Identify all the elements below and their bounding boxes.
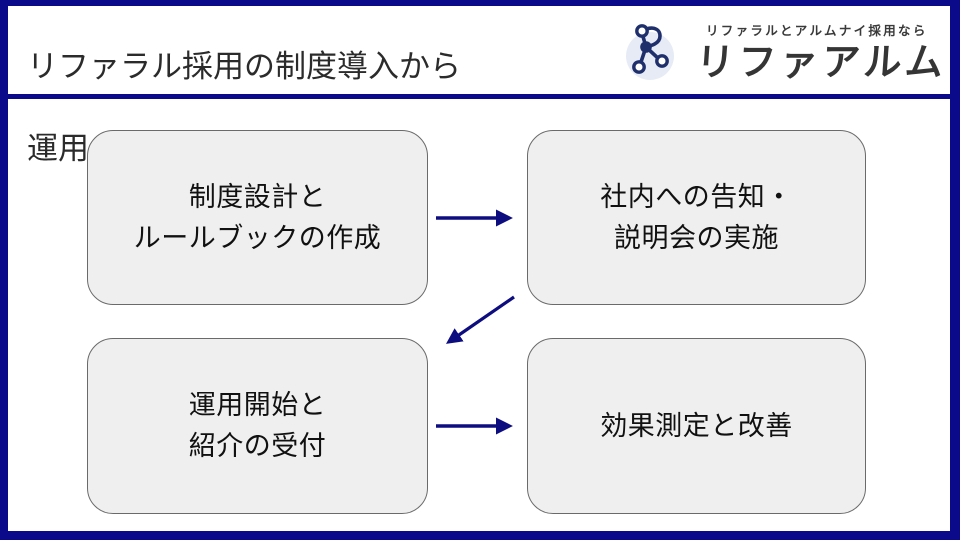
logo-tagline: リファラルとアルムナイ採用なら [706, 23, 928, 38]
brand-logo: リファラルとアルムナイ採用なら リファアルム [618, 16, 948, 86]
flow-step-2: 社内への告知・ 説明会の実施 [527, 130, 866, 305]
flow-step-3: 運用開始と 紹介の受付 [87, 338, 428, 514]
flow-step-2-line-2: 説明会の実施 [614, 222, 779, 254]
flow-step-4-line-1: 効果測定と改善 [600, 410, 793, 442]
flow-step-3-line-2: 紹介の受付 [188, 431, 327, 462]
flow-step-2-line-1: 社内への告知・ [600, 181, 793, 213]
logo-wordmark: リファアルム [694, 40, 949, 84]
slide-title-line-1: リファラル採用の制度導入から [27, 49, 461, 85]
flow-step-3-label: 運用開始と 紹介の受付 [189, 385, 327, 467]
flow-step-2-label: 社内への告知・ 説明会の実施 [600, 177, 793, 259]
header-divider [8, 94, 950, 99]
flow-step-1-line-2: ルールブックの作成 [133, 222, 382, 254]
network-nodes-r-icon [626, 24, 674, 80]
flow-step-1-line-1: 制度設計と [188, 181, 327, 213]
flow-step-1-label: 制度設計と ルールブックの作成 [134, 177, 382, 259]
flow-step-1: 制度設計と ルールブックの作成 [87, 130, 428, 305]
logo-mark-background [626, 32, 674, 80]
flow-step-4-label: 効果測定と改善 [600, 406, 793, 447]
flow-step-3-line-1: 運用開始と [188, 390, 327, 421]
flow-step-4: 効果測定と改善 [527, 338, 866, 514]
